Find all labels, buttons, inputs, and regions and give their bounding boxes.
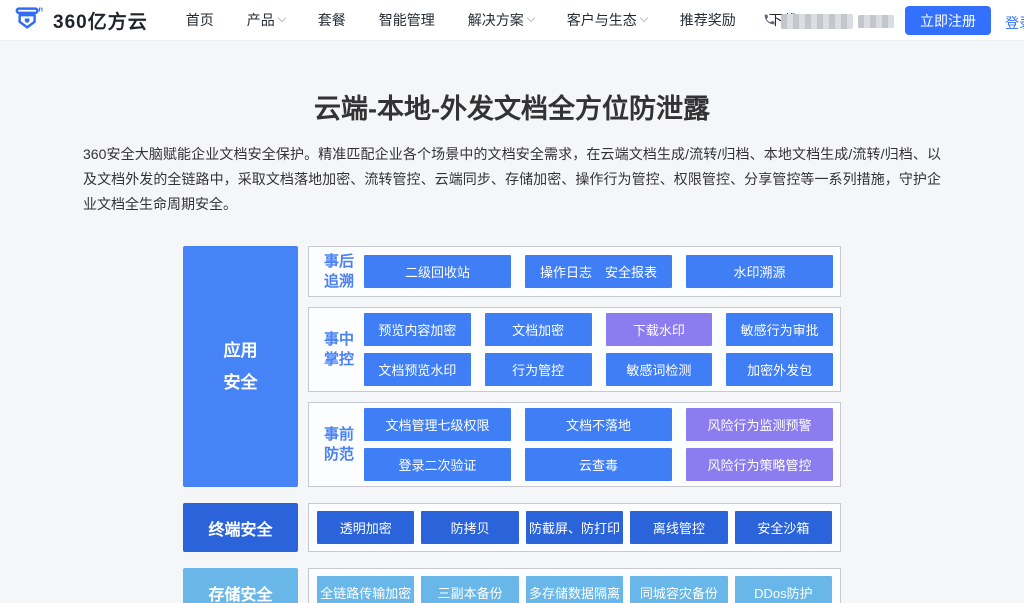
row-in-event-control: 事中掌控 预览内容加密 文档加密 下载水印 敏感行为审批 文档预览水印 行为管控… bbox=[308, 307, 841, 392]
svg-text:n: n bbox=[38, 4, 43, 13]
chevron-down-icon bbox=[277, 13, 286, 23]
nav-item-smart-management[interactable]: 智能管理 bbox=[379, 10, 435, 30]
feature-tile: 透明加密 bbox=[317, 511, 415, 544]
logo[interactable]: n 360亿方云 bbox=[14, 3, 148, 38]
feature-tile: 防拷贝 bbox=[421, 511, 519, 544]
storage-security-block: 存储安全 bbox=[183, 568, 298, 603]
feature-tile: 敏感词检测 bbox=[605, 353, 713, 386]
row-label: 事后追溯 bbox=[323, 253, 354, 290]
phone-icon bbox=[763, 13, 776, 31]
feature-tile: 全链路传输加密 bbox=[317, 576, 415, 603]
storage-security-row: 存储安全 全链路传输加密 三副本备份 多存储数据隔离 同城容灾备份 DDos防护 bbox=[183, 568, 841, 603]
nav-item-solutions[interactable]: 解决方案 bbox=[467, 10, 535, 30]
blurred-phone-number bbox=[781, 14, 853, 29]
nav-item-plans[interactable]: 套餐 bbox=[318, 10, 346, 30]
feature-tile: 三副本备份 bbox=[421, 576, 519, 603]
feature-tile: 同城容灾备份 bbox=[630, 576, 728, 603]
main-nav: 首页 产品 套餐 智能管理 解决方案 客户与生态 推荐奖励 bbox=[186, 10, 797, 30]
app-security-block: 应用安全 bbox=[183, 246, 298, 487]
feature-tile: 文档预览水印 bbox=[364, 353, 471, 386]
nav-label: 套餐 bbox=[317, 12, 346, 28]
chevron-down-icon bbox=[639, 13, 648, 23]
feature-tile: 行为管控 bbox=[484, 353, 592, 386]
feature-tile: 文档加密 bbox=[484, 313, 592, 346]
nav-label: 产品 bbox=[246, 12, 275, 28]
nav-item-home[interactable]: 首页 bbox=[186, 10, 214, 30]
nav-label: 推荐奖励 bbox=[679, 12, 736, 28]
row-label: 事中掌控 bbox=[323, 331, 354, 368]
chevron-down-icon bbox=[526, 13, 535, 23]
feature-tile: 操作日志 安全报表 bbox=[525, 255, 672, 288]
nav-label: 解决方案 bbox=[467, 12, 524, 28]
nav-label: 首页 bbox=[185, 12, 214, 28]
nav-label: 客户与生态 bbox=[566, 12, 637, 28]
main-content: 云端-本地-外发文档全方位防泄露 360安全大脑赋能企业文档安全保护。精准匹配企… bbox=[0, 41, 1024, 603]
login-link[interactable]: 登录 bbox=[1005, 15, 1024, 31]
row-label: 事前防范 bbox=[323, 426, 354, 463]
feature-tile: 加密外发包 bbox=[726, 353, 833, 386]
row-post-event-tracing: 事后追溯 二级回收站 操作日志 安全报表 水印溯源 bbox=[308, 246, 841, 297]
feature-tile: 二级回收站 bbox=[364, 255, 511, 288]
nav-item-products[interactable]: 产品 bbox=[246, 10, 286, 30]
nav-item-referral-rewards[interactable]: 推荐奖励 bbox=[680, 10, 736, 30]
intro-paragraph: 360安全大脑赋能企业文档安全保护。精准匹配企业各个场景中的文档安全需求，在云端… bbox=[83, 146, 941, 212]
feature-tile: 安全沙箱 bbox=[734, 511, 833, 544]
feature-tile: 预览内容加密 bbox=[364, 313, 471, 346]
feature-tile: 多存储数据隔离 bbox=[525, 576, 624, 603]
page-title: 云端-本地-外发文档全方位防泄露 bbox=[314, 94, 710, 124]
feature-tile: 防截屏、防打印 bbox=[525, 511, 624, 544]
feature-tile: 风险行为监测预警 bbox=[686, 408, 833, 441]
feature-tile: 文档不落地 bbox=[525, 408, 672, 441]
feature-tile: 登录二次验证 bbox=[364, 448, 511, 481]
nav-label: 智能管理 bbox=[378, 12, 435, 28]
logo-text: 360亿方云 bbox=[53, 11, 148, 33]
feature-tile: 风险行为策略管控 bbox=[686, 448, 833, 481]
row-pre-event-prevention: 事前防范 文档管理七级权限 文档不落地 风险行为监测预警 登录二次验证 云查毒 … bbox=[308, 402, 841, 487]
contact-phone-redacted bbox=[763, 12, 914, 31]
feature-tile: 敏感行为审批 bbox=[726, 313, 833, 346]
terminal-security-block: 终端安全 bbox=[183, 503, 298, 552]
feature-tile: 文档管理七级权限 bbox=[364, 408, 511, 441]
shield-logo-icon: n bbox=[14, 3, 44, 38]
feature-tile: 离线管控 bbox=[630, 511, 728, 544]
feature-tile: 下载水印 bbox=[605, 313, 713, 346]
feature-tile: 水印溯源 bbox=[686, 255, 833, 288]
terminal-security-row: 终端安全 透明加密 防拷贝 防截屏、防打印 离线管控 安全沙箱 bbox=[183, 503, 841, 552]
feature-tile: 云查毒 bbox=[525, 448, 672, 481]
app-security-label: 应用安全 bbox=[223, 341, 258, 392]
security-architecture-diagram: 应用安全 事后追溯 二级回收站 操作日志 安全报表 水印溯源 事中 bbox=[183, 246, 841, 603]
register-button[interactable]: 立即注册 bbox=[905, 6, 991, 35]
nav-item-customers-ecosystem[interactable]: 客户与生态 bbox=[566, 10, 648, 30]
top-navbar: n 360亿方云 首页 产品 套餐 智能管理 解决方案 bbox=[0, 0, 1024, 41]
blurred-phone-number bbox=[858, 15, 894, 28]
feature-tile: DDos防护 bbox=[734, 576, 833, 603]
